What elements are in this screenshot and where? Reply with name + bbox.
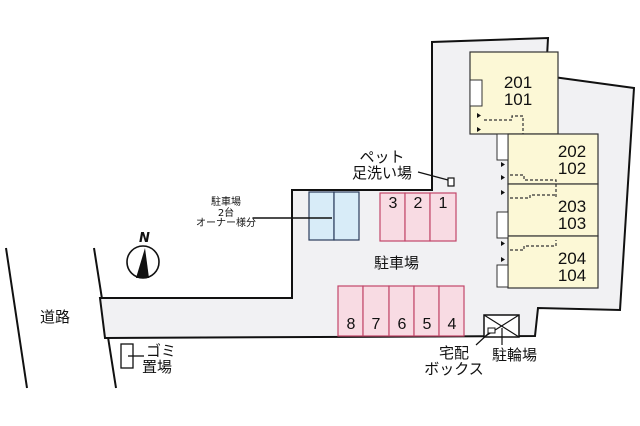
parking-space-6: 6 [397,316,407,333]
unit-lower: 101 [503,90,533,109]
delivery-box-label: 宅配 ボックス [414,344,494,378]
owner-parking-line3: オーナー様分 [196,218,256,229]
unit-label-204-104: 204 104 [546,250,598,284]
unit-upper: 204 [557,249,587,268]
unit-upper: 202 [557,142,587,161]
pet-wash-leader [417,171,449,181]
entry-step [496,211,509,239]
pet-wash-icon [447,177,455,187]
entry-step [496,264,509,288]
road-edge-left [5,247,28,389]
unit-lower: 104 [557,266,587,285]
building [469,51,599,289]
parking-space-8: 8 [346,316,356,333]
delivery-box-line1: 宅配 [438,344,469,362]
owner-parking-line1: 駐車場 [211,197,241,208]
unit-label-201-101: 201 101 [492,74,544,108]
pet-wash-label: ペット 足洗い場 [344,148,420,182]
entry-step [469,79,483,107]
delivery-box-line2: ボックス [424,359,484,378]
parking-space-7: 7 [371,316,381,333]
north-compass-icon [126,245,160,279]
unit-label-203-103: 203 103 [546,198,598,232]
unit-lower: 102 [557,159,587,178]
delivery-box-icon [487,327,496,334]
tenant-parking-top [379,192,457,242]
unit-label-202-102: 202 102 [546,143,598,177]
unit-upper: 201 [503,73,533,92]
garbage-line1: ゴミ [146,342,177,360]
garbage-line2: 置場 [142,357,173,376]
parking-space-3: 3 [388,195,398,212]
parking-space-1: 1 [438,195,448,212]
unit-204-104 [507,235,599,289]
owner-parking [308,191,360,241]
owner-parking-line2: 2台 [217,207,235,219]
unit-upper: 203 [557,197,587,216]
compass-north-label: N [139,231,150,246]
road-label: 道路 [40,308,71,326]
garbage-label: ゴミ 置場 [142,342,177,376]
unit-203-103 [507,183,599,237]
parking-space-4: 4 [447,316,457,333]
pet-wash-line1: ペット [359,148,405,166]
parking-space-5: 5 [422,316,432,333]
parking-main-label: 駐車場 [374,254,420,272]
entry-step [496,133,509,161]
delivery-box-leader [475,332,490,346]
owner-parking-label: 駐車場 2台 オーナー様分 [196,197,256,230]
bicycle-parking-label: 駐輪場 [492,346,538,364]
unit-lower: 103 [557,214,587,233]
pet-wash-line2: 足洗い場 [351,163,412,182]
parking-space-2: 2 [413,195,423,212]
tenant-parking-bottom [337,285,465,337]
